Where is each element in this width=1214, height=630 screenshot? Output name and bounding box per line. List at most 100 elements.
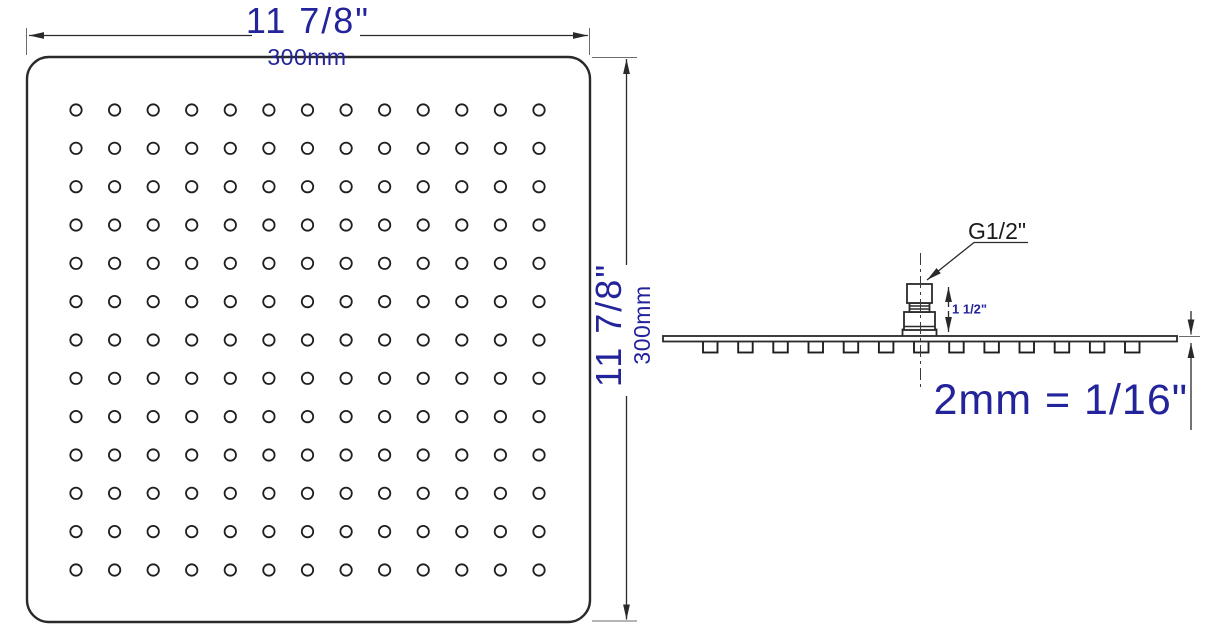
nozzle-hole	[377, 371, 392, 385]
nozzle-hole	[493, 141, 507, 155]
nozzle-hole	[262, 409, 276, 424]
width-inches-label: 11 7/8"	[246, 0, 370, 41]
nozzle-hole	[262, 563, 276, 577]
nozzle-hole	[108, 486, 122, 500]
nozzle-hole	[300, 103, 315, 117]
nozzle-hole	[339, 333, 353, 347]
nozzle-hole	[185, 486, 199, 500]
nozzle-hole	[300, 294, 315, 309]
nozzle-hole	[185, 524, 199, 539]
nozzle-hole	[300, 486, 315, 500]
nozzle-hole	[69, 180, 83, 194]
nozzle-hole	[223, 256, 237, 270]
nozzle-hole	[339, 448, 353, 462]
nozzle-hole	[262, 180, 276, 194]
nozzle-hole	[146, 218, 160, 232]
nozzle-hole	[262, 371, 276, 385]
nozzle-hole	[146, 333, 160, 347]
nozzle-hole	[455, 409, 469, 424]
plate-thickness-dimension: 2mm = 1/16"	[933, 311, 1200, 430]
nozzle-hole	[532, 448, 546, 462]
nozzle-hole	[300, 448, 315, 462]
nozzle-hole	[262, 448, 276, 462]
nozzle-hole	[416, 486, 430, 500]
side-view	[662, 253, 1178, 390]
nozzle-hole	[532, 218, 546, 232]
nozzle-hole	[69, 448, 83, 462]
nozzle-hole	[339, 409, 353, 424]
nozzle-hole	[455, 180, 469, 194]
nozzle-hole	[146, 103, 160, 117]
nozzle-hole	[223, 486, 237, 500]
nozzle-hole	[223, 563, 237, 577]
nozzle-hole	[377, 486, 392, 500]
connector-collar	[908, 302, 931, 313]
nozzle-hole	[108, 563, 122, 577]
connector-height-dimension: 1 1/2"	[945, 287, 987, 332]
nozzle-hole	[416, 524, 430, 539]
nozzle-hole	[69, 141, 83, 155]
nozzle-hole	[339, 294, 353, 309]
nozzle-hole	[416, 294, 430, 309]
nozzle-hole	[455, 563, 469, 577]
nozzle-hole	[455, 218, 469, 232]
nozzle-hole	[108, 218, 122, 232]
nozzle-hole	[416, 256, 430, 270]
nozzle-hole	[69, 563, 83, 577]
nozzle-hole	[300, 371, 315, 385]
nozzle-hole	[185, 218, 199, 232]
nozzle-hole	[262, 218, 276, 232]
nozzle-hole	[416, 409, 430, 424]
nozzle-hole	[455, 371, 469, 385]
thread-size-label: G1/2"	[968, 218, 1026, 244]
nozzle-hole	[108, 256, 122, 270]
nozzle-hole	[493, 409, 507, 424]
thread-callout: G1/2"	[926, 218, 1028, 281]
nozzle-hole	[223, 218, 237, 232]
nozzle-hole	[377, 218, 392, 232]
nozzle-hole	[339, 218, 353, 232]
nozzle-hole	[69, 256, 83, 270]
nozzle-hole	[493, 218, 507, 232]
nozzle-hole	[223, 524, 237, 539]
nozzle-hole	[455, 141, 469, 155]
nozzle-hole	[339, 141, 353, 155]
nozzle-hole	[532, 103, 546, 117]
nozzle-hole	[146, 409, 160, 424]
nozzle-hole	[300, 141, 315, 155]
nozzle-hole	[300, 524, 315, 539]
nozzle-hole	[377, 448, 392, 462]
nozzle-hole	[223, 180, 237, 194]
leader-arrow	[926, 241, 975, 281]
nozzle-hole	[377, 256, 392, 270]
nozzle-hole	[339, 103, 353, 117]
nozzle-hole	[146, 371, 160, 385]
nozzle-hole	[223, 448, 237, 462]
nozzle-hole	[532, 563, 546, 577]
nozzle-hole	[223, 333, 237, 347]
nozzle-hole	[69, 218, 83, 232]
nozzle-hole	[69, 409, 83, 424]
nozzle-hole	[300, 256, 315, 270]
nozzle-hole	[146, 180, 160, 194]
nozzle-hole	[377, 524, 392, 539]
nozzle-hole	[300, 218, 315, 232]
nozzle-hole	[377, 294, 392, 309]
nozzle-hole	[455, 256, 469, 270]
nozzle-hole	[532, 294, 546, 309]
nozzle-hole	[262, 524, 276, 539]
nozzle-hole	[377, 409, 392, 424]
nozzle-hole	[455, 486, 469, 500]
nozzle-hole	[493, 180, 507, 194]
nozzle-hole	[185, 563, 199, 577]
nozzle-hole	[532, 524, 546, 539]
nozzle-hole	[532, 486, 546, 500]
plate-thickness-label: 2mm = 1/16"	[933, 376, 1188, 424]
nozzle-hole	[416, 103, 430, 117]
nozzle-hole	[69, 333, 83, 347]
nozzle-hole	[185, 141, 199, 155]
nozzle-hole	[108, 141, 122, 155]
nozzle-hole	[146, 294, 160, 309]
nozzle-hole	[185, 103, 199, 117]
